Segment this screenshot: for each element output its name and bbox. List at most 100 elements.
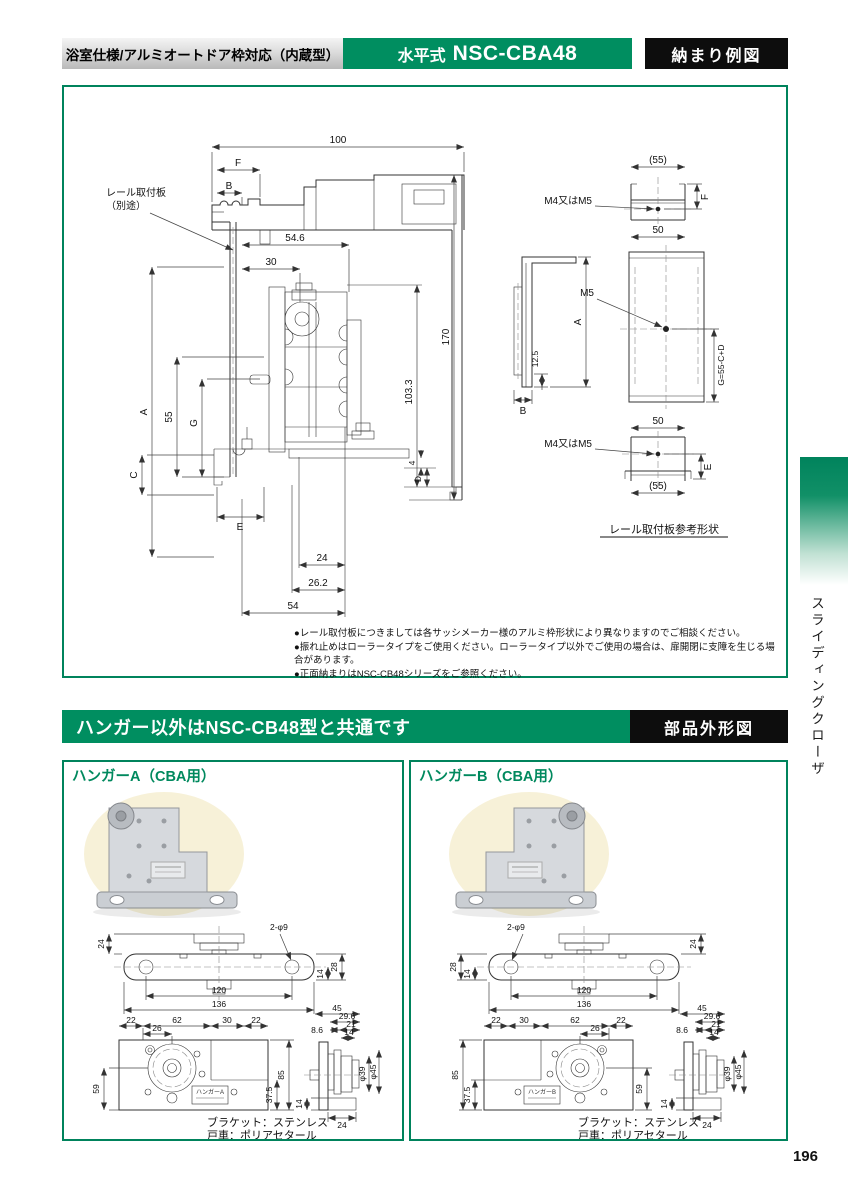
dim-label: A [139,408,150,415]
rail-plate-label2: （別途） [106,199,146,212]
dim-label: 59 [91,1084,101,1094]
dim-label: 29.6 [339,1011,356,1021]
dim-label: 103.3 [404,379,415,404]
hanger-b-title: ハンガーB（CBA用） [419,768,563,785]
model-banner: 水平式 NSC-CBA48 [343,38,632,69]
dim-label: 24 [337,1120,347,1130]
dim-label: 30 [519,1015,529,1025]
dim-label: 21 [711,1019,721,1029]
dim-label: 37.5 [264,1086,274,1103]
dim-label: 14 [462,969,472,979]
dim-label: (55) [649,155,667,166]
hanger-b-side-view: 45 29.6 8.6 21 14 φ39 φ45 14 24 [659,1003,747,1130]
roller-material-caption: 戸車：ポリアセタール [578,1128,688,1139]
dim-label: 14 [659,1099,669,1109]
dim-label: 30 [265,257,277,268]
dim-label: 8.6 [676,1025,688,1035]
dim-label: 54.6 [285,233,305,244]
installation-diagram-box: 100 F B 54.6 30 A [62,85,788,681]
dim-label: 14 [294,1099,304,1109]
hanger-b-photo [449,792,609,918]
hanger-a-panel: ハンガーA（CBA用） [62,760,404,1142]
dim-label: 29.6 [704,1011,721,1021]
dim-label: 54 [287,601,299,612]
dim-label: 14 [344,1027,354,1037]
dim-label: F [235,158,241,169]
dim-label: 26.2 [308,578,328,589]
dim-label: B [520,406,527,417]
dim-label: 100 [330,135,347,146]
nameplate [150,861,186,879]
dim-label: 55 [164,411,175,423]
hanger-b-panel: ハンガーB（CBA用） [409,760,788,1142]
dim-label: 37.5 [462,1086,472,1103]
installation-drawing: 100 F B 54.6 30 A [106,135,728,617]
dim-label: 28 [329,962,339,972]
rail-plate-callout: レール取付板 （別途） [106,186,234,251]
dim-label: 12.5 [530,350,540,367]
rail-plate-label: レール取付板 [106,186,166,199]
note-line: ●振れ止めはローラータイプをご使用ください。ローラータイプ以外でご使用の場合は、… [294,641,775,667]
hanger-b-drawing: 2-φ9 24 14 28 120 136 [448,792,747,1142]
dim-label: G [189,419,200,427]
dim-label: 2-φ9 [270,922,288,932]
hanger-a-photo [84,792,244,918]
page-number: 196 [792,1148,818,1165]
rail-mounting-plate [211,211,237,486]
diagram-notes: ●レール取付板につきましては各サッシメーカー様のアルミ枠形状により異なりますので… [294,627,779,681]
nameplate-label: ハンガーA [196,1088,224,1096]
screw-size-label: M4又はM5 [544,195,592,207]
dim-label: 4 [407,460,417,465]
dim-label: A [573,318,584,325]
bracket-material-caption: ブラケット：ステンレス [578,1115,699,1129]
hanger-mechanism [213,282,462,617]
dim-label: F [700,194,711,200]
page-header: 浴室仕様/アルミオートドア枠対応（内蔵型） 水平式 NSC-CBA48 納まり例… [62,38,788,69]
nameplate [507,861,543,879]
dim-label: E [703,463,714,470]
dim-label: (55) [649,481,667,492]
dim-label: 45 [697,1003,707,1013]
category-tab-label: スライディングクローザ [809,596,824,778]
dim-label: 120 [577,985,591,995]
dim-label: φ39 [722,1066,732,1081]
dim-label: 85 [450,1070,460,1080]
dim-label: 50 [652,416,664,427]
dim-label: 22 [126,1015,136,1025]
dim-label: E [237,522,244,533]
dim-label: φ39 [357,1066,367,1081]
common-parts-note: ハンガー以外はNSC-CB48型と共通です [62,710,630,743]
rail-plate-reference-shapes: (55) F M4又はM5 50 12.5 A [513,155,728,538]
screw-size-label: M5 [580,288,594,299]
screw-size-label: M4又はM5 [544,438,592,450]
dim-label: φ45 [368,1064,378,1079]
hanger-a-title: ハンガーA（CBA用） [72,768,216,785]
hanger-b-front-view: ハンガーB 22 30 62 22 26 85 37.5 [450,1015,652,1111]
frame-profile [211,174,465,501]
dim-label: 2-φ9 [507,922,525,932]
roller-material-caption: 戸車：ポリアセタール [207,1128,317,1139]
dim-label: 50 [652,225,664,236]
dim-label: 45 [332,1003,342,1013]
dim-label: 14 [315,969,325,979]
screw-hole [663,326,669,332]
dim-label: D [413,476,423,482]
model-number: NSC-CBA48 [452,41,578,65]
bracket-material-caption: ブラケット：ステンレス [207,1115,328,1129]
header-gap [632,38,645,69]
nameplate [523,1085,561,1105]
section-title-installation: 納まり例図 [645,38,788,69]
hanger-a-top-view: 24 2-φ9 14 28 120 136 [96,922,346,1014]
dim-label: G=55-C+D [716,344,726,385]
note-line: ●正面納まりはNSC-CB48シリーズをご参照ください。 [294,668,527,680]
dim-label: 24 [316,553,328,564]
screw-hole [655,206,661,212]
dim-label: C [129,471,140,478]
hanger-a-side-view: 45 29.6 8.6 21 14 φ39 φ45 14 24 [294,1003,382,1130]
dim-label: 28 [448,962,458,972]
model-type: 水平式 [397,47,446,65]
hanger-a-front-view: ハンガーA 22 62 30 22 26 59 37.5 [91,1015,294,1111]
dim-label: 62 [172,1015,182,1025]
nameplate [191,1085,229,1105]
